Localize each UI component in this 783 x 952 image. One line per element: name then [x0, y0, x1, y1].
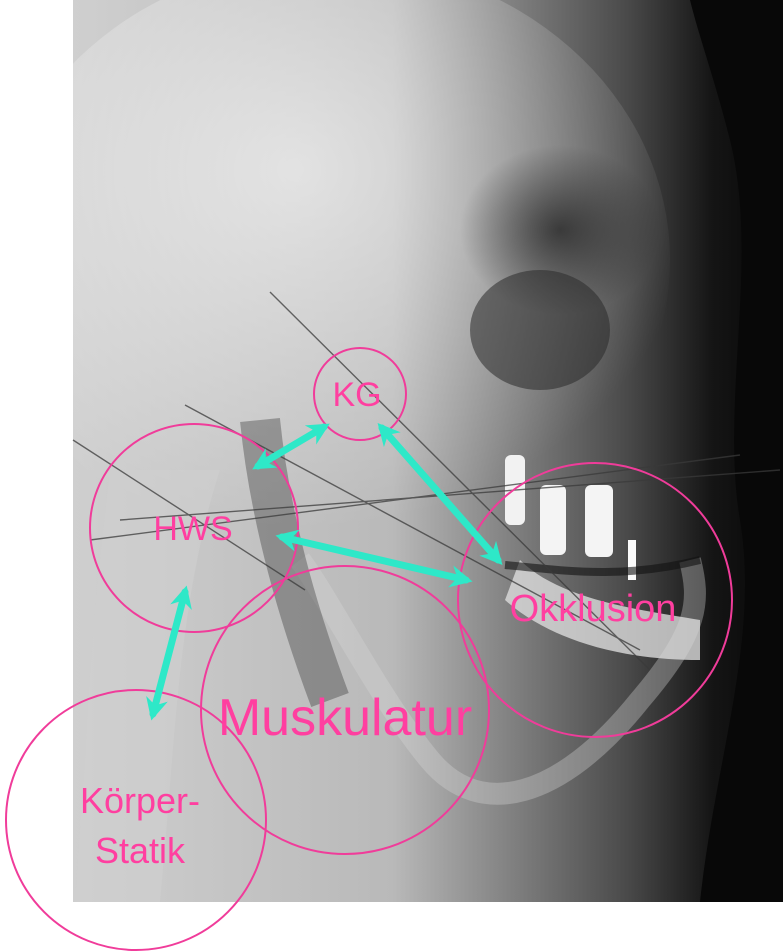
label-okklusion: Okklusion: [510, 588, 677, 630]
sinus-shade: [470, 270, 610, 390]
label-koerperstatik-line1: Körper-: [80, 780, 200, 821]
label-hws: HWS: [153, 510, 232, 548]
label-kg: KG: [332, 376, 381, 414]
label-muskulatur: Muskulatur: [218, 689, 472, 747]
xray-bottom-margin: [73, 902, 783, 952]
label-koerperstatik-line2: Statik: [95, 830, 186, 871]
